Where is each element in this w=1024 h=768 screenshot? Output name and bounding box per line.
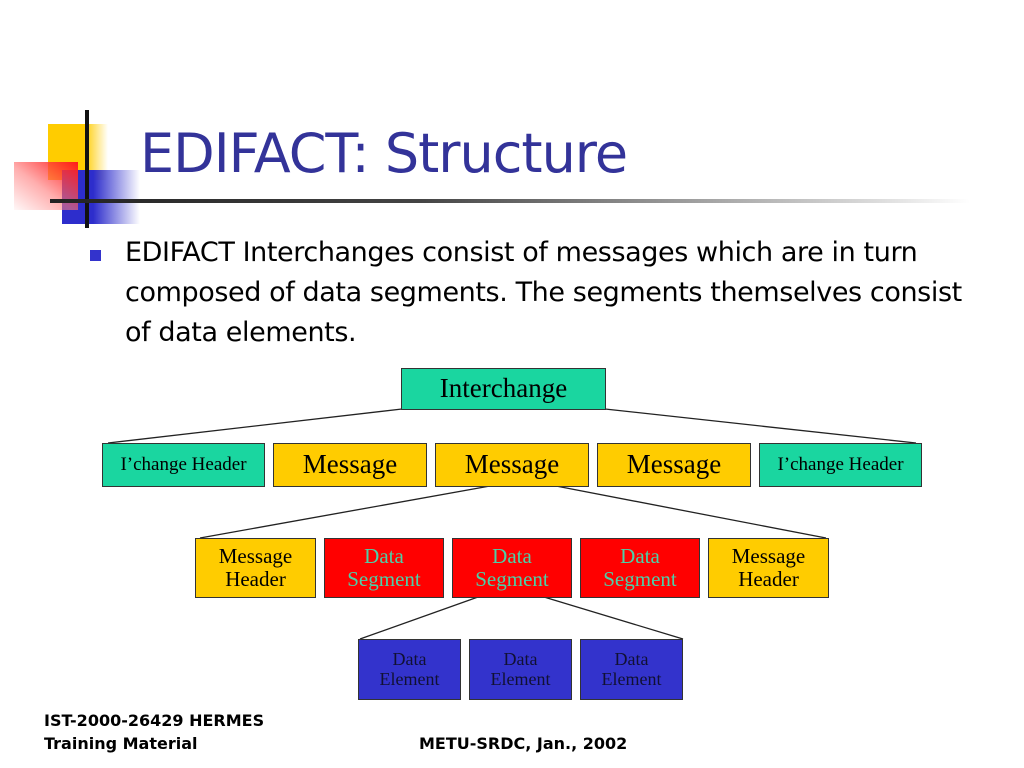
node-line1: Data [614, 648, 649, 669]
node-ichange-header-right: I’change Header [759, 443, 922, 487]
node-data-element: Data Element [469, 639, 572, 700]
node-line2: Element [601, 668, 662, 689]
footer-left-line1: IST-2000-26429 HERMES [44, 711, 265, 730]
node-line1: Data [492, 543, 532, 568]
bullet-square-icon [90, 250, 101, 261]
node-line2: Header [225, 567, 286, 591]
slide-title: EDIFACT: Structure [140, 122, 628, 185]
node-line1: Message [731, 543, 806, 568]
node-line2: Element [490, 668, 551, 689]
node-message-header-right: Message Header [708, 538, 829, 598]
node-line1: Data [364, 543, 404, 568]
node-message: Message [597, 443, 751, 487]
node-line1: Data [503, 648, 538, 669]
title-underline [50, 199, 970, 203]
node-interchange: Interchange [401, 368, 606, 410]
node-line1: Data [392, 648, 427, 669]
node-line1: Message [218, 543, 293, 568]
node-data-segment: Data Segment [452, 538, 572, 598]
node-line2: Segment [475, 567, 549, 591]
node-message-header-left: Message Header [195, 538, 316, 598]
node-data-segment: Data Segment [580, 538, 700, 598]
node-line2: Segment [347, 567, 421, 591]
decor-vertical-line [85, 110, 89, 228]
footer-left-line2: Training Material [44, 734, 198, 753]
node-line2: Segment [603, 567, 677, 591]
node-data-element: Data Element [358, 639, 461, 700]
node-message: Message [435, 443, 589, 487]
node-line2: Element [379, 668, 440, 689]
node-message: Message [273, 443, 427, 487]
bullet-text: EDIFACT Interchanges consist of messages… [125, 237, 962, 348]
node-data-segment: Data Segment [324, 538, 444, 598]
footer-right: METU-SRDC, Jan., 2002 [419, 734, 628, 753]
node-line2: Header [738, 567, 799, 591]
node-ichange-header-left: I’change Header [102, 443, 265, 487]
node-line1: Data [620, 543, 660, 568]
node-data-element: Data Element [580, 639, 683, 700]
